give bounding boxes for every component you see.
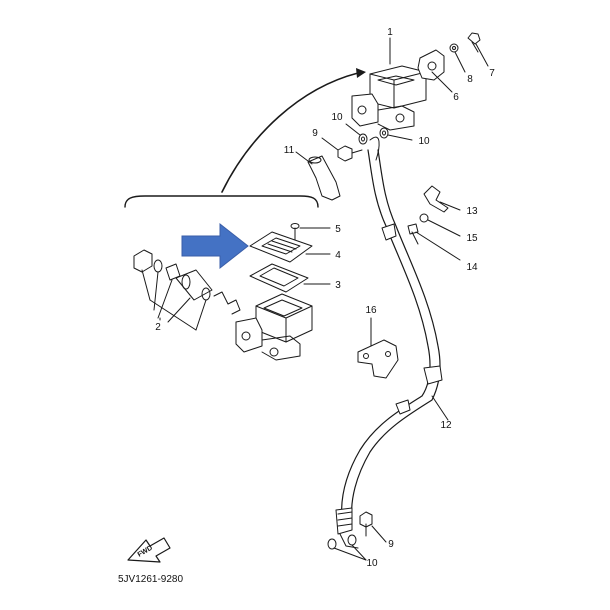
leader-9-lower xyxy=(371,525,387,543)
union-bolt-9-lower xyxy=(359,511,373,537)
callout-11: 11 xyxy=(284,145,295,156)
callout-10-right: 10 xyxy=(418,136,430,147)
callout-2: 2 xyxy=(155,322,161,333)
leader-13 xyxy=(439,201,461,211)
callout-4: 4 xyxy=(335,250,341,261)
callout-3: 3 xyxy=(335,280,341,291)
callout-15: 15 xyxy=(466,233,478,244)
callout-10-upper: 10 xyxy=(331,112,343,123)
leader-10-lower-b xyxy=(351,544,367,561)
leader-12 xyxy=(431,395,449,421)
cover-11 xyxy=(307,155,341,201)
callout-12: 12 xyxy=(440,420,452,431)
diaphragm-3 xyxy=(249,263,309,293)
piston-kit-2 xyxy=(133,249,241,331)
pointer-curve xyxy=(221,72,359,193)
diagram-code: 5JV1261-9280 xyxy=(118,574,183,585)
bolt-7 xyxy=(467,32,481,53)
leader-11 xyxy=(295,151,313,165)
master-cylinder-top xyxy=(351,65,427,131)
fwd-arrow-icon xyxy=(127,537,171,563)
callout-10-lower: 10 xyxy=(366,558,378,569)
washer-10-right xyxy=(379,127,389,139)
pointer-arrowhead xyxy=(356,68,366,78)
callout-9-lower: 9 xyxy=(388,539,394,550)
screw-5 xyxy=(290,223,300,241)
master-cylinder-lower xyxy=(235,293,313,361)
brake-hose-12 xyxy=(335,136,443,549)
reservoir-cap-4 xyxy=(249,231,313,263)
leader-9-upper xyxy=(321,137,339,151)
leader-8 xyxy=(454,51,466,73)
holder-clamp xyxy=(417,49,445,81)
clamp-13 xyxy=(423,185,449,213)
callout-1: 1 xyxy=(387,27,393,38)
highlight-arrow xyxy=(181,222,249,270)
callout-9-upper: 9 xyxy=(312,128,318,139)
callout-8: 8 xyxy=(467,74,473,85)
leader-14 xyxy=(415,231,461,261)
callout-16: 16 xyxy=(365,305,377,316)
washer-15 xyxy=(419,213,429,223)
washer-8 xyxy=(449,43,459,53)
leader-10-lower-a xyxy=(333,547,367,561)
leader-7 xyxy=(475,43,489,67)
callout-5: 5 xyxy=(335,224,341,235)
leader-6 xyxy=(431,71,453,93)
callout-7: 7 xyxy=(489,68,495,79)
bracket-16 xyxy=(357,339,399,379)
leader-10-upper xyxy=(345,123,361,136)
subassembly-bracket xyxy=(124,195,319,208)
washer-10-upper xyxy=(358,133,368,145)
callout-6: 6 xyxy=(453,92,459,103)
leader-15 xyxy=(427,219,461,237)
screw-14 xyxy=(407,223,419,245)
callout-13: 13 xyxy=(466,206,478,217)
callout-labels: 1 2 3 4 5 6 7 8 9 10 10 11 12 13 14 15 1… xyxy=(155,27,495,569)
leader-10-right xyxy=(387,134,413,141)
callout-14: 14 xyxy=(466,262,478,273)
union-bolt-9-upper xyxy=(337,145,363,162)
